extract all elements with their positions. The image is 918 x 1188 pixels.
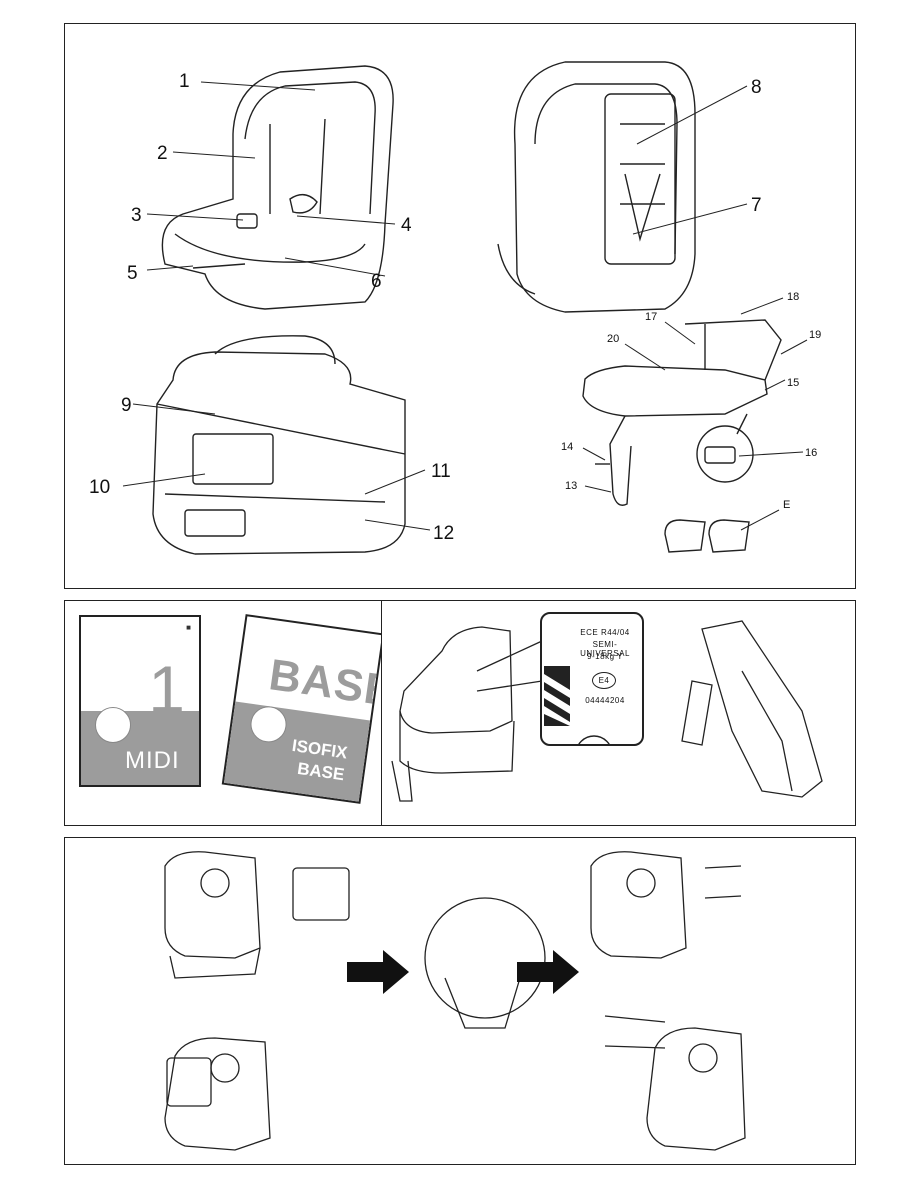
manual-circle-icon [95, 707, 131, 743]
manuals-panel: ■ 1 MIDI BASE ISOFIX BASE [64, 600, 385, 826]
callout-1: 1 [179, 71, 190, 92]
usage-illustration [164, 851, 746, 1151]
callout-19: 19 [809, 329, 822, 341]
usage-panel [64, 837, 856, 1165]
midi-manual: ■ 1 MIDI [79, 615, 201, 787]
brand-logo-icon: ■ [186, 623, 191, 632]
callout-17: 17 [645, 311, 658, 323]
approval-label: ECE R44/04 SEMI-UNIVERSAL 9-18kg Y E4 04… [540, 612, 644, 746]
callout-e: E [783, 499, 791, 511]
label-standard: ECE R44/04 [580, 628, 630, 637]
base-manual: BASE ISOFIX BASE [221, 614, 385, 804]
parts-overview-panel: 1 2 3 4 5 6 7 8 9 10 11 12 13 14 15 16 1… [64, 23, 856, 589]
callout-10: 10 [89, 477, 111, 498]
parts-illustration [122, 61, 808, 555]
callout-2: 2 [157, 143, 168, 164]
label-category: SEMI-UNIVERSAL [580, 640, 630, 658]
callout-5: 5 [127, 263, 138, 284]
label-weight: 9-18kg Y [587, 652, 623, 661]
arrow-right-icon [347, 950, 409, 994]
callout-20: 20 [607, 333, 620, 345]
callout-13: 13 [565, 480, 578, 492]
midi-title: MIDI [125, 747, 180, 774]
base-title: BASE [266, 650, 385, 717]
approval-label-graphic [544, 666, 610, 744]
callout-12: 12 [433, 523, 455, 544]
label-e-mark: E4 [592, 672, 616, 689]
callout-16: 16 [805, 447, 818, 459]
callout-8: 8 [751, 77, 762, 98]
seat-and-base-illustration [391, 620, 823, 802]
label-number: 04444204 [585, 696, 625, 705]
callout-7: 7 [751, 195, 762, 216]
callout-11: 11 [431, 461, 451, 482]
callout-15: 15 [787, 377, 800, 389]
callout-3: 3 [131, 205, 142, 226]
callout-18: 18 [787, 291, 800, 303]
callout-4: 4 [401, 215, 412, 236]
callout-9: 9 [121, 395, 132, 416]
arrow-right-icon [517, 950, 579, 994]
callout-6: 6 [371, 271, 382, 292]
callout-14: 14 [561, 441, 574, 453]
